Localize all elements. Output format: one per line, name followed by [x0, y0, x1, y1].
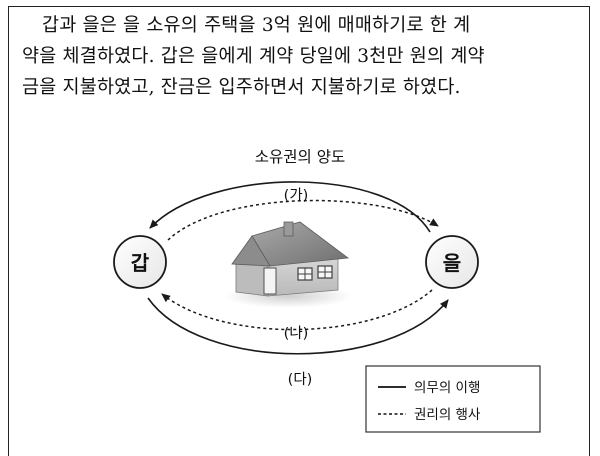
party-b-node: 을 — [425, 235, 479, 289]
ownership-transfer-arrow — [149, 181, 431, 233]
passage-line-3: 금을 지불하였고, 잔금은 입주하면서 지불하기로 하였다. — [22, 77, 461, 98]
passage-line-1: 갑과 을은 을 소유의 주택을 3억 원에 매매하기로 한 계 — [42, 15, 471, 36]
arrow-na-label: (나) — [284, 325, 309, 342]
ownership-transfer-label: 소유권의 양도 — [255, 148, 346, 166]
arrow-ga — [167, 199, 439, 241]
arrow-na — [161, 289, 433, 331]
arrow-ga-label: (가) — [284, 187, 309, 204]
party-a-label: 갑 — [131, 251, 150, 275]
problem-frame — [8, 6, 590, 456]
party-a-node: 갑 — [113, 235, 167, 289]
arrow-da-label: (다) — [288, 371, 313, 388]
legend: 의무의 이행 권리의 행사 — [365, 365, 541, 433]
passage-line-2: 약을 체결하였다. 갑은 을에게 계약 당일에 3천만 원의 계약 — [22, 46, 485, 67]
party-b-label: 을 — [443, 251, 461, 275]
house-icon — [224, 221, 352, 308]
problem-passage: 갑과 을은 을 소유의 주택을 3억 원에 매매하기로 한 계 약을 체결하였다… — [22, 10, 582, 103]
arrow-da — [147, 297, 449, 355]
legend-dashed-label: 권리의 행사 — [414, 407, 481, 423]
legend-solid-label: 의무의 이행 — [414, 380, 480, 396]
